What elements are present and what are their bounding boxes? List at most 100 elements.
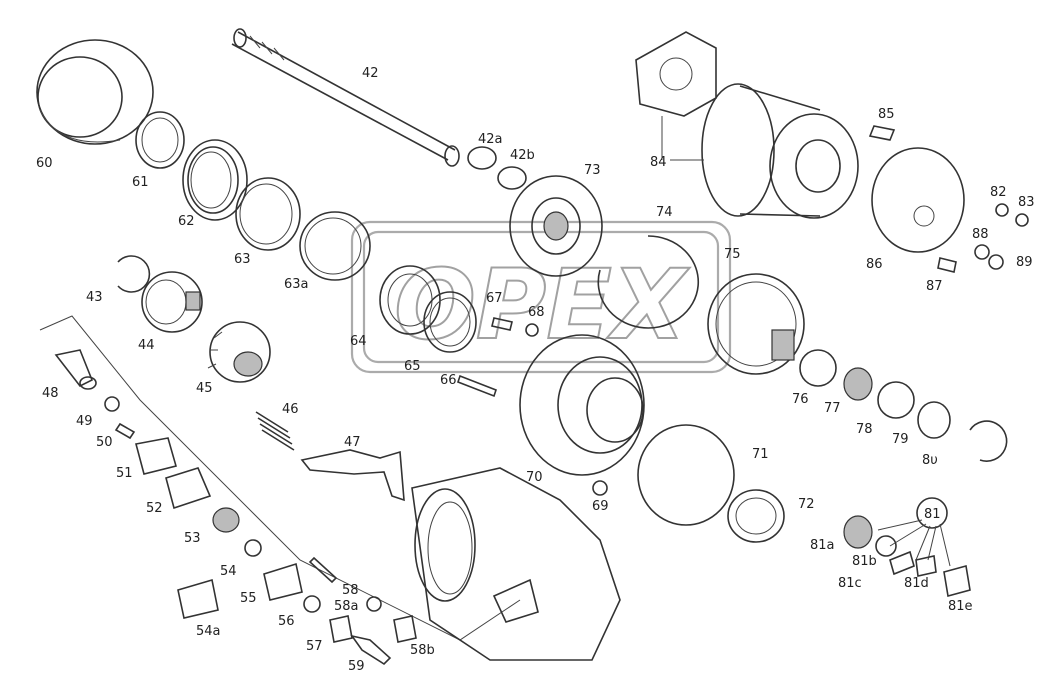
part-54a-gasket bbox=[177, 578, 219, 619]
label-52: 52 bbox=[146, 501, 163, 516]
part-83-plug bbox=[1015, 213, 1029, 227]
label-82: 82 bbox=[990, 185, 1007, 200]
part-58b-plug bbox=[393, 615, 417, 643]
part-76-washer bbox=[799, 349, 837, 387]
watermark-text: OPEX bbox=[394, 249, 690, 361]
part-66-bolt bbox=[457, 374, 497, 398]
part-52-cover bbox=[165, 467, 212, 510]
part-73-carrier bbox=[509, 175, 603, 277]
label-66: 66 bbox=[440, 373, 457, 388]
part-72-bearing bbox=[727, 489, 785, 543]
part-53-bush bbox=[212, 507, 240, 533]
part-58-bolt bbox=[308, 556, 338, 584]
part-44-coupler bbox=[141, 271, 203, 333]
label-81: 81 bbox=[924, 507, 941, 522]
label-77: 77 bbox=[824, 401, 841, 416]
part-78-washer bbox=[877, 381, 915, 419]
part-71-oring bbox=[637, 424, 735, 526]
label-42a: 42a bbox=[478, 132, 503, 147]
part-54-ring bbox=[244, 539, 262, 557]
part-67-bolt bbox=[491, 317, 513, 331]
label-58b: 58b bbox=[410, 643, 435, 658]
label-89: 89 bbox=[1016, 255, 1033, 270]
part-86-cover bbox=[871, 147, 965, 253]
part-77-gear bbox=[843, 367, 873, 401]
part-labels: 42 42a 42b 43 44 45 46 47 48 49 50 51 52… bbox=[36, 66, 1035, 674]
label-46: 46 bbox=[282, 402, 299, 417]
label-49: 49 bbox=[76, 414, 93, 429]
part-63a-ring bbox=[299, 211, 371, 281]
part-81b-washer bbox=[875, 535, 897, 557]
label-62: 62 bbox=[178, 214, 195, 229]
label-76: 76 bbox=[792, 392, 809, 407]
label-44: 44 bbox=[138, 338, 155, 353]
label-64: 64 bbox=[350, 334, 367, 349]
label-79: 79 bbox=[892, 432, 909, 447]
label-81d: 81d bbox=[904, 576, 929, 591]
part-46-spring bbox=[255, 411, 295, 451]
part-81c-pin bbox=[889, 550, 915, 576]
label-74: 74 bbox=[656, 205, 673, 220]
label-78: 78 bbox=[856, 422, 873, 437]
housing bbox=[411, 467, 621, 661]
part-81d-pin bbox=[915, 555, 937, 577]
part-57-sensor bbox=[329, 615, 353, 643]
label-42b: 42b bbox=[510, 148, 535, 163]
label-71: 71 bbox=[752, 447, 769, 462]
part-89-plug bbox=[988, 254, 1004, 270]
part-42b-ring bbox=[497, 166, 527, 190]
label-69: 69 bbox=[592, 499, 609, 514]
part-79-ring bbox=[917, 401, 951, 439]
label-84: 84 bbox=[650, 155, 667, 170]
part-48-pin bbox=[54, 349, 97, 390]
label-87: 87 bbox=[926, 279, 943, 294]
label-67: 67 bbox=[486, 291, 503, 306]
part-75-ring-gear bbox=[707, 273, 805, 375]
part-47-fork bbox=[300, 449, 405, 502]
part-60-seal bbox=[36, 39, 154, 145]
part-65-ring bbox=[423, 291, 477, 353]
part-42a-ring bbox=[467, 146, 497, 170]
part-84-housing bbox=[635, 31, 859, 219]
part-61-ring bbox=[135, 111, 185, 169]
part-49-ball bbox=[104, 396, 120, 412]
part-56-nut bbox=[303, 595, 321, 613]
label-60: 60 bbox=[36, 156, 53, 171]
part-62-seal bbox=[182, 139, 248, 221]
label-72: 72 bbox=[798, 497, 815, 512]
label-83: 83 bbox=[1018, 195, 1035, 210]
part-59-sensor bbox=[350, 634, 392, 666]
part-88-nut bbox=[974, 244, 990, 260]
part-85-bolt bbox=[868, 125, 896, 141]
label-81e: 81e bbox=[948, 599, 973, 614]
part-55-plate bbox=[263, 562, 303, 601]
label-63: 63 bbox=[234, 252, 251, 267]
part-87-bolt bbox=[937, 257, 957, 273]
part-42-shaft bbox=[231, 28, 460, 167]
label-81a: 81a bbox=[810, 538, 835, 553]
label-63a: 63a bbox=[284, 277, 309, 292]
label-85: 85 bbox=[878, 107, 895, 122]
label-50: 50 bbox=[96, 435, 113, 450]
part-43-snap-ring bbox=[117, 255, 151, 293]
part-80-snap-ring bbox=[969, 420, 1008, 462]
label-70: 70 bbox=[526, 470, 543, 485]
label-75: 75 bbox=[724, 247, 741, 262]
part-51-gasket bbox=[135, 437, 177, 475]
assembly-line bbox=[39, 315, 521, 641]
label-57: 57 bbox=[306, 639, 323, 654]
label-54a: 54a bbox=[196, 624, 221, 639]
label-58: 58 bbox=[342, 583, 359, 598]
label-43: 43 bbox=[86, 290, 103, 305]
label-88: 88 bbox=[972, 227, 989, 242]
label-53: 53 bbox=[184, 531, 201, 546]
part-45-gear bbox=[207, 321, 271, 383]
label-61: 61 bbox=[132, 175, 149, 190]
part-69-nut bbox=[592, 480, 608, 496]
part-63-ring bbox=[235, 177, 301, 251]
watermark: OPEX bbox=[350, 220, 732, 374]
label-55: 55 bbox=[240, 591, 257, 606]
label-48: 48 bbox=[42, 386, 59, 401]
part-58a-washer bbox=[366, 596, 382, 612]
